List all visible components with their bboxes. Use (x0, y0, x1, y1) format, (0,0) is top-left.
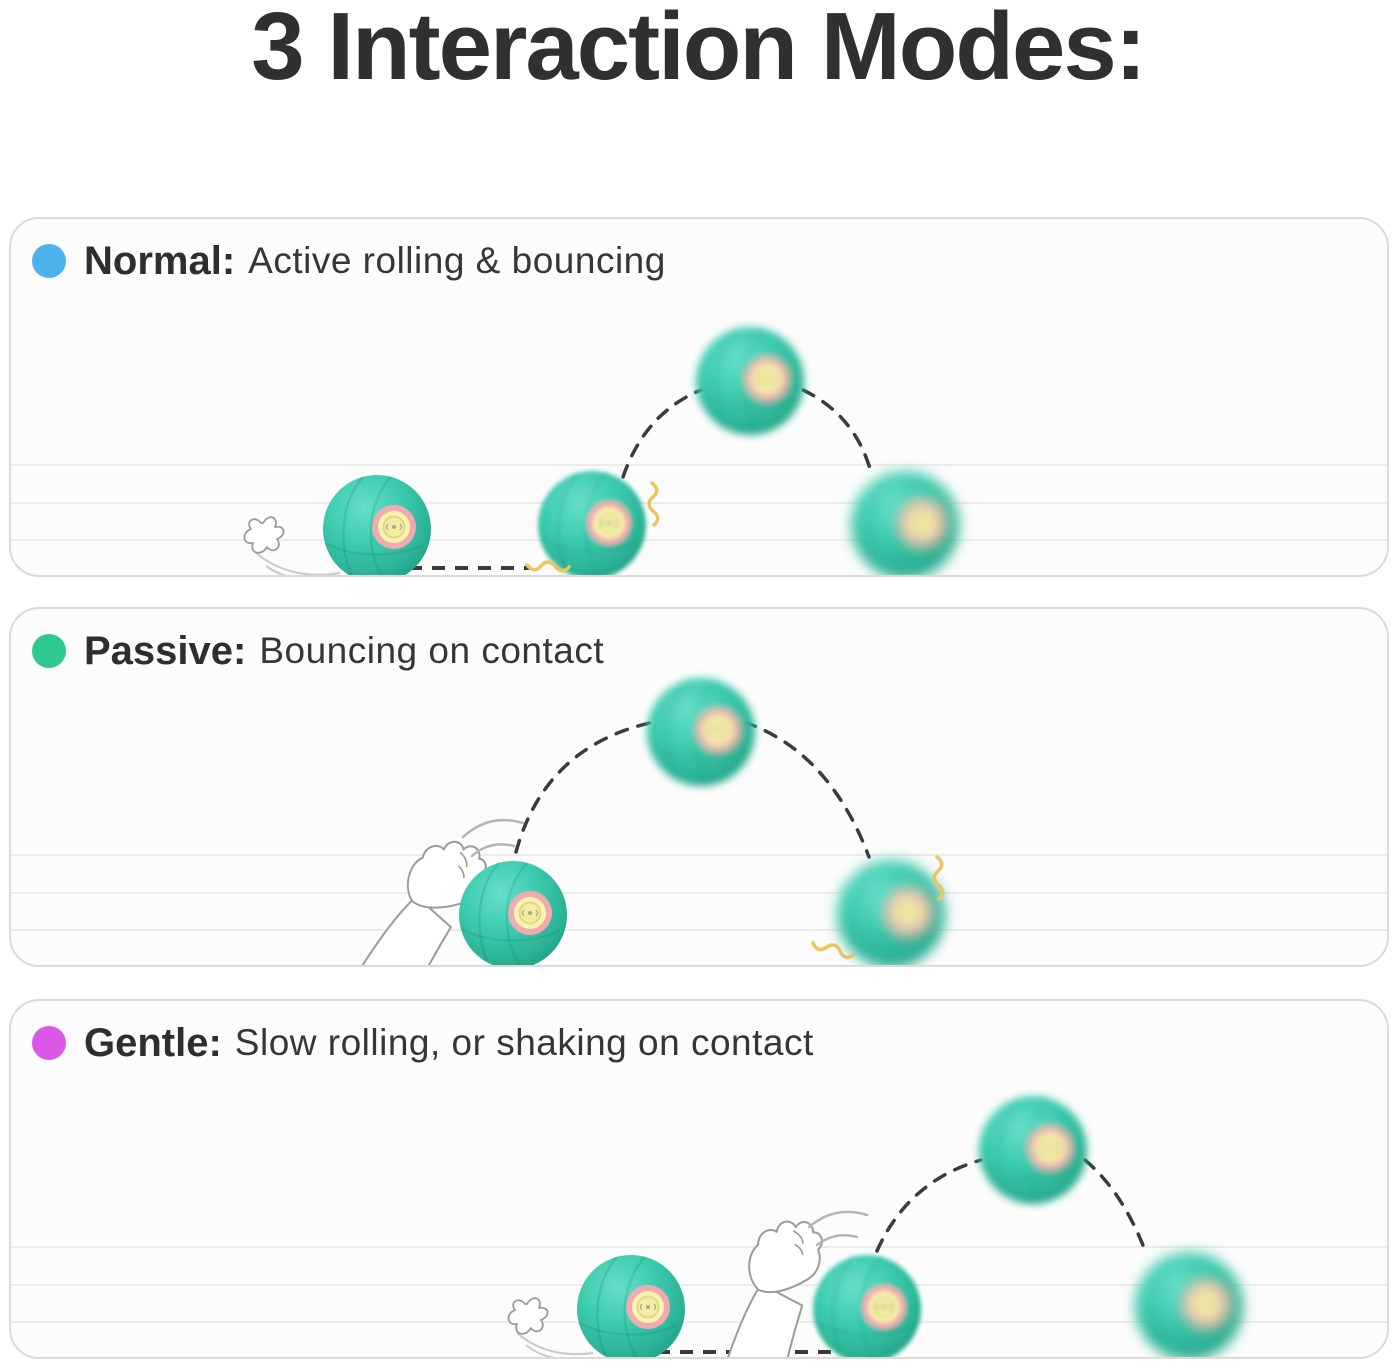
mode-header-gentle: Gentle: Slow rolling, or shaking on cont… (32, 1021, 814, 1065)
pet-ball (645, 676, 757, 788)
pet-ball (811, 1253, 923, 1357)
mode-color-dot (32, 1026, 66, 1060)
pet-ball (694, 325, 806, 437)
mode-description: Bouncing on contact (259, 630, 605, 671)
mode-label: Normal: (84, 238, 236, 283)
pet-ball (1133, 1250, 1245, 1357)
pet-ball (457, 859, 569, 965)
floor-lines (11, 464, 1387, 541)
mode-label: Gentle: (84, 1020, 222, 1065)
passive-mode-illustration (11, 676, 1387, 965)
impact-poof-icon (243, 516, 285, 554)
trajectory-arc (514, 719, 871, 859)
mode-panel-passive: Passive: Bouncing on contact (9, 607, 1389, 967)
pet-ball (575, 1253, 687, 1357)
mode-description: Slow rolling, or shaking on contact (234, 1022, 814, 1063)
paw-motion-lines (461, 818, 525, 858)
gentle-mode-illustration (11, 1094, 1387, 1357)
mode-description: Active rolling & bouncing (248, 240, 666, 281)
pet-ball (849, 469, 961, 575)
mode-panel-normal: Normal: Active rolling & bouncing (9, 217, 1389, 577)
normal-mode-illustration (11, 325, 1387, 575)
mode-panel-gentle: Gentle: Slow rolling, or shaking on cont… (9, 999, 1389, 1359)
trajectory-arc (621, 388, 874, 479)
mode-header-passive: Passive: Bouncing on contact (32, 629, 604, 673)
paw-icon (696, 1209, 827, 1357)
impact-poof-icon (507, 1297, 549, 1335)
paw-motion-lines (807, 1210, 869, 1247)
trajectory-arc (875, 1158, 1148, 1255)
pet-ball (835, 858, 947, 965)
mode-color-dot (32, 634, 66, 668)
mode-header-normal: Normal: Active rolling & bouncing (32, 239, 666, 283)
floor-lines (11, 854, 1387, 931)
pet-ball (536, 469, 648, 575)
pet-ball (977, 1094, 1089, 1206)
mode-label: Passive: (84, 628, 247, 673)
pet-ball (321, 473, 433, 575)
swoosh-lines (255, 552, 341, 575)
swoosh-lines (516, 1332, 594, 1357)
mode-color-dot (32, 244, 66, 278)
page-title: 3 Interaction Modes: (251, 0, 1146, 100)
